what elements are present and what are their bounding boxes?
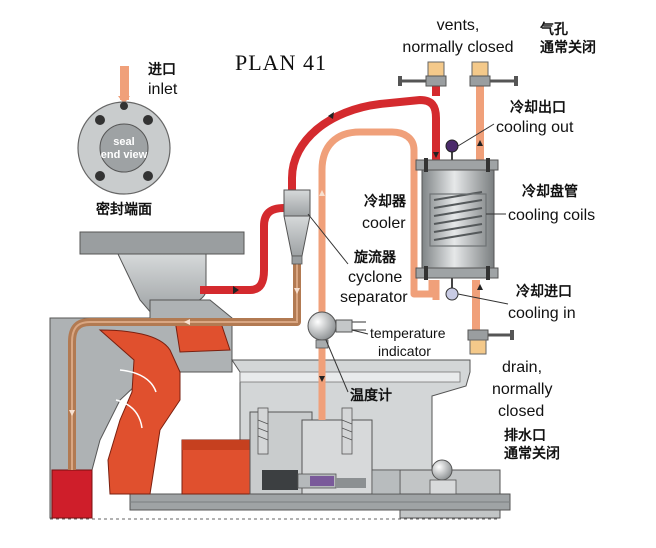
vents-label-1: vents,	[437, 17, 480, 34]
vents-label-cn-1: 气孔	[539, 21, 568, 38]
vents-label-2: normally closed	[402, 39, 513, 56]
vent-valve-right[interactable]	[469, 61, 518, 87]
seal-end-view	[77, 101, 171, 195]
inlet-label-en: inlet	[148, 81, 178, 98]
drain-label-3: closed	[498, 403, 544, 420]
leader-lines	[307, 123, 509, 393]
cyclone-label-en-1: cyclone	[348, 269, 402, 286]
hot-pipe-to-cyclone	[200, 204, 292, 294]
temperature-label-2: indicator	[378, 343, 431, 359]
hot-pipe-to-cooler	[288, 96, 440, 196]
coils-label-en: cooling coils	[508, 207, 595, 224]
cooling-out-label-en: cooling out	[496, 119, 574, 136]
cyclone-label-en-2: separator	[340, 289, 408, 306]
temperature-indicator	[307, 311, 366, 349]
cooling-in-label-cn: 冷却进口	[516, 283, 572, 300]
drain-valve[interactable]	[467, 329, 514, 355]
flow-arrows	[69, 112, 483, 416]
drain-label-cn-2: 通常关闭	[504, 445, 560, 462]
coils-label-cn: 冷却盘管	[522, 183, 578, 200]
cyclone-label-cn: 旋流器	[353, 249, 397, 266]
temperature-label-1: temperature	[370, 325, 446, 341]
vent-valve-left[interactable]	[398, 61, 447, 87]
cooled-pipe-to-seal	[318, 128, 436, 420]
cooling-in-label-en: cooling in	[508, 305, 576, 322]
drain-label-cn-1: 排水口	[504, 427, 546, 444]
thermometer-label-cn: 温度计	[350, 387, 392, 404]
cooler-label-cn: 冷却器	[364, 193, 407, 210]
plan-title: PLAN 41	[235, 50, 327, 75]
inlet-pipe	[118, 66, 130, 104]
cooler-vessel	[415, 158, 499, 280]
cooling-out-marker	[445, 139, 459, 160]
impeller	[51, 319, 231, 519]
seal-view-label-1: seal	[113, 136, 134, 148]
cooling-in-marker	[445, 278, 459, 301]
drain-label-1: drain,	[502, 359, 542, 376]
cooler-label-en: cooler	[362, 215, 406, 232]
seal-face-label-cn: 密封端面	[95, 201, 152, 218]
vents-label-cn-2: 通常关闭	[540, 39, 596, 56]
inlet-label-cn: 进口	[148, 62, 176, 78]
seal-chamber	[181, 407, 457, 495]
drain-label-2: normally	[492, 381, 552, 398]
cyclone-separator	[283, 189, 311, 265]
cooling-coils-graphic	[429, 191, 487, 247]
cooling-out-label-cn: 冷却出口	[510, 99, 566, 116]
seal-view-label-2: end view	[101, 149, 148, 161]
